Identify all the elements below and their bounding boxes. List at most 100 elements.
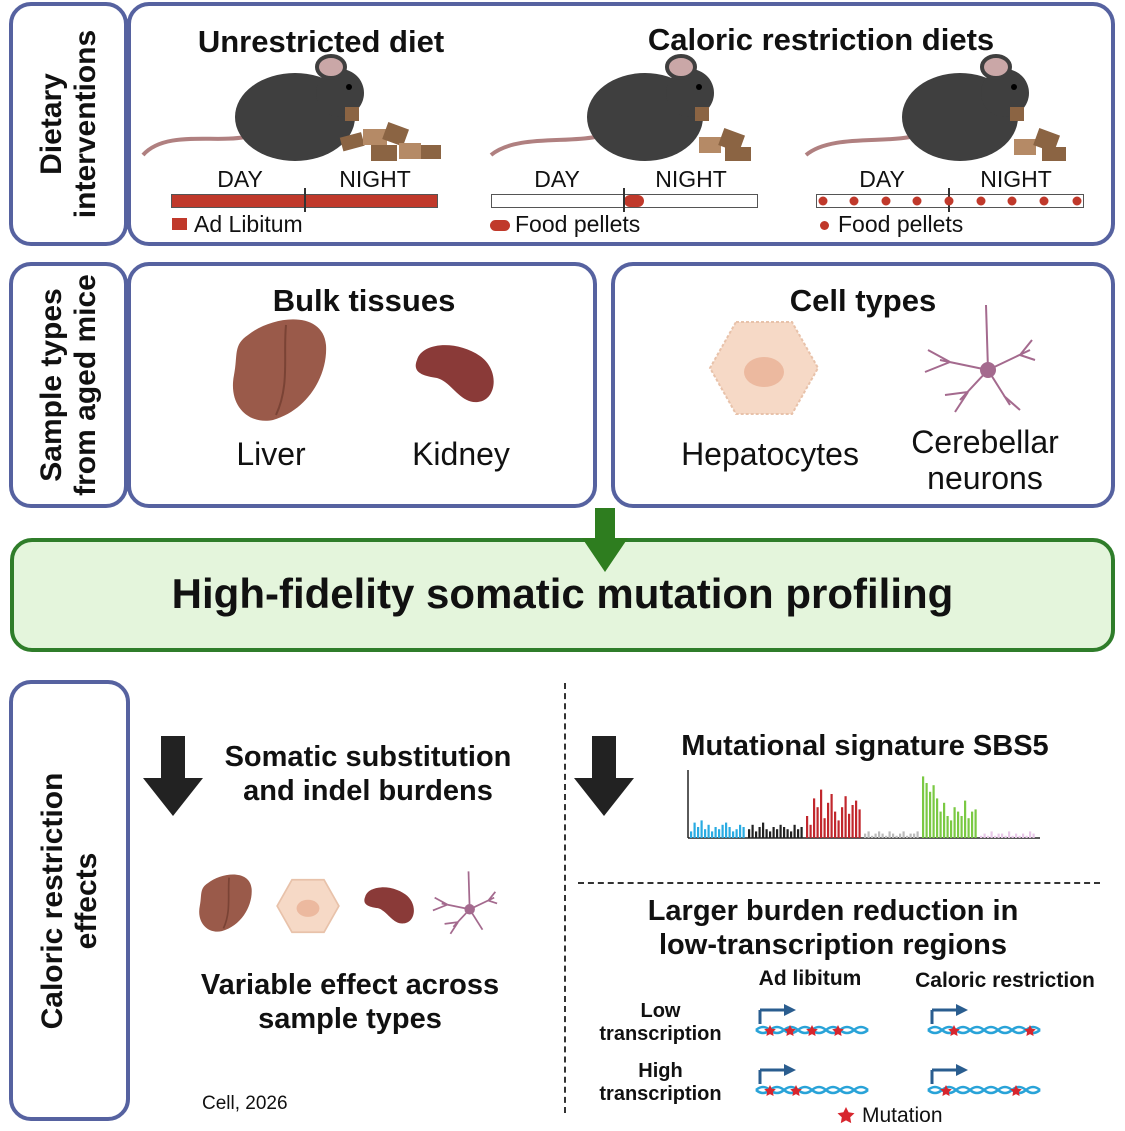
sbs-bar xyxy=(714,827,717,838)
sbs-bar xyxy=(929,791,932,838)
sbs-bar xyxy=(885,835,888,838)
sbs-bar xyxy=(742,827,745,838)
mutation-star xyxy=(764,1085,776,1096)
sbs-bar xyxy=(844,796,847,838)
sbs-bar xyxy=(728,827,731,838)
sbs-bar xyxy=(960,816,963,838)
sbs-bar xyxy=(690,831,693,838)
sbs-bar xyxy=(943,802,946,838)
sbs-bar xyxy=(871,835,874,838)
signature-title: Mutational signature SBS5 xyxy=(681,730,1049,762)
variable-effect-text: Variable effect across sample types xyxy=(200,969,500,1035)
sbs-bar xyxy=(769,831,772,838)
sbs-bar xyxy=(837,820,840,838)
sbs-bar xyxy=(704,829,707,838)
kidney-illustration xyxy=(415,345,494,403)
sbs-bar xyxy=(916,831,919,838)
sbs-bar xyxy=(932,785,935,838)
mutation-profiling-banner: High-fidelity somatic mutation profiling xyxy=(10,538,1115,652)
dietary-interventions-side-panel: Dietary interventions xyxy=(9,2,128,246)
sbs-bar xyxy=(1032,833,1035,838)
pellet-dot xyxy=(1039,196,1049,206)
sbs-bar xyxy=(902,831,905,838)
sbs-bar xyxy=(721,824,724,838)
sbs-bar xyxy=(851,805,854,838)
kidney-label: Kidney xyxy=(412,436,510,472)
sbs-bar xyxy=(946,816,949,838)
signature-arrow-icon xyxy=(574,736,634,816)
caloric-restriction-column-header: Caloric restriction xyxy=(915,969,1095,992)
dna-high-ad-libitum xyxy=(755,1064,869,1096)
neuron-illustration xyxy=(924,304,1036,413)
small-hepatocyte-icon xyxy=(276,878,340,934)
mouse-illustration-1 xyxy=(141,54,441,161)
mutation-legend-star-icon xyxy=(837,1107,855,1124)
sbs-bar xyxy=(762,822,765,838)
sbs-bar xyxy=(776,829,779,838)
pellet-dot xyxy=(818,196,828,206)
burden-title: Somatic substitution and indel burdens xyxy=(224,741,512,807)
sbs-bar xyxy=(1015,833,1018,838)
sbs-bar xyxy=(783,827,786,838)
sbs-bar xyxy=(848,813,851,838)
mutation-star xyxy=(806,1025,818,1036)
reduction-title: Larger burden reduction in low-transcrip… xyxy=(647,895,1019,961)
mutation-star xyxy=(1010,1085,1022,1096)
sbs-bar xyxy=(990,831,993,838)
high-transcription-label: High transcription xyxy=(599,1060,722,1105)
pellet-dot xyxy=(1072,196,1082,206)
sbs-bar xyxy=(906,835,909,838)
cerebellar-neurons-label: Cerebellar neurons xyxy=(911,424,1059,496)
day-label-2: DAY xyxy=(534,166,580,192)
sbs-bar xyxy=(707,824,710,838)
mutation-star xyxy=(940,1085,952,1096)
sbs-bar xyxy=(980,835,983,838)
sbs-bar xyxy=(922,776,925,838)
sbs-bar xyxy=(693,822,696,838)
sbs-bar xyxy=(772,827,775,838)
sbs-bar xyxy=(735,829,738,838)
sbs-bar xyxy=(994,835,997,838)
sbs-bar xyxy=(997,833,1000,838)
sbs-bar xyxy=(806,816,809,838)
sbs-bar xyxy=(1011,835,1014,838)
sbs-bar xyxy=(725,822,728,838)
bulk-tissues-title: Bulk tissues xyxy=(272,283,456,318)
sbs-bar xyxy=(1018,835,1021,838)
sbs-bar xyxy=(1022,833,1025,838)
sbs-bar xyxy=(888,831,891,838)
sbs-bar xyxy=(830,794,833,838)
effects-side-panel: Caloric restriction effects xyxy=(9,680,130,1121)
sbs-bar xyxy=(1001,833,1004,838)
low-transcription-label: Low transcription xyxy=(599,1000,722,1045)
sbs-bar xyxy=(967,818,970,838)
sbs-bar xyxy=(700,820,703,838)
day-label-1: DAY xyxy=(217,166,263,192)
sbs-bar xyxy=(936,798,939,838)
sbs-bar xyxy=(758,827,761,838)
ad-libitum-column-header: Ad libitum xyxy=(758,967,862,990)
sbs-bar xyxy=(909,833,912,838)
sbs-bar xyxy=(751,824,754,838)
sbs-bar xyxy=(1025,835,1028,838)
banner-text: High-fidelity somatic mutation profiling xyxy=(171,570,954,617)
dna-high-caloric-restriction xyxy=(927,1064,1041,1096)
sbs-bar xyxy=(925,783,928,838)
sbs-bar xyxy=(878,831,881,838)
mutation-star xyxy=(790,1085,802,1096)
mutation-star xyxy=(832,1025,844,1036)
sbs-bar xyxy=(964,800,967,838)
sbs-bar xyxy=(718,829,721,838)
sbs-bar xyxy=(841,807,844,838)
mutation-star xyxy=(948,1025,960,1036)
cell-types-title: Cell types xyxy=(789,283,937,318)
sbs-bar xyxy=(1029,831,1032,838)
sbs-bar xyxy=(1008,831,1011,838)
sbs-bar xyxy=(974,809,977,838)
sbs-bar xyxy=(834,811,837,838)
sbs-bar xyxy=(864,833,867,838)
pellet-dot xyxy=(1007,196,1017,206)
distributed-pellets xyxy=(818,196,1082,206)
pellet-legend-label-1: Food pellets xyxy=(515,211,641,237)
sbs-bar xyxy=(732,831,735,838)
